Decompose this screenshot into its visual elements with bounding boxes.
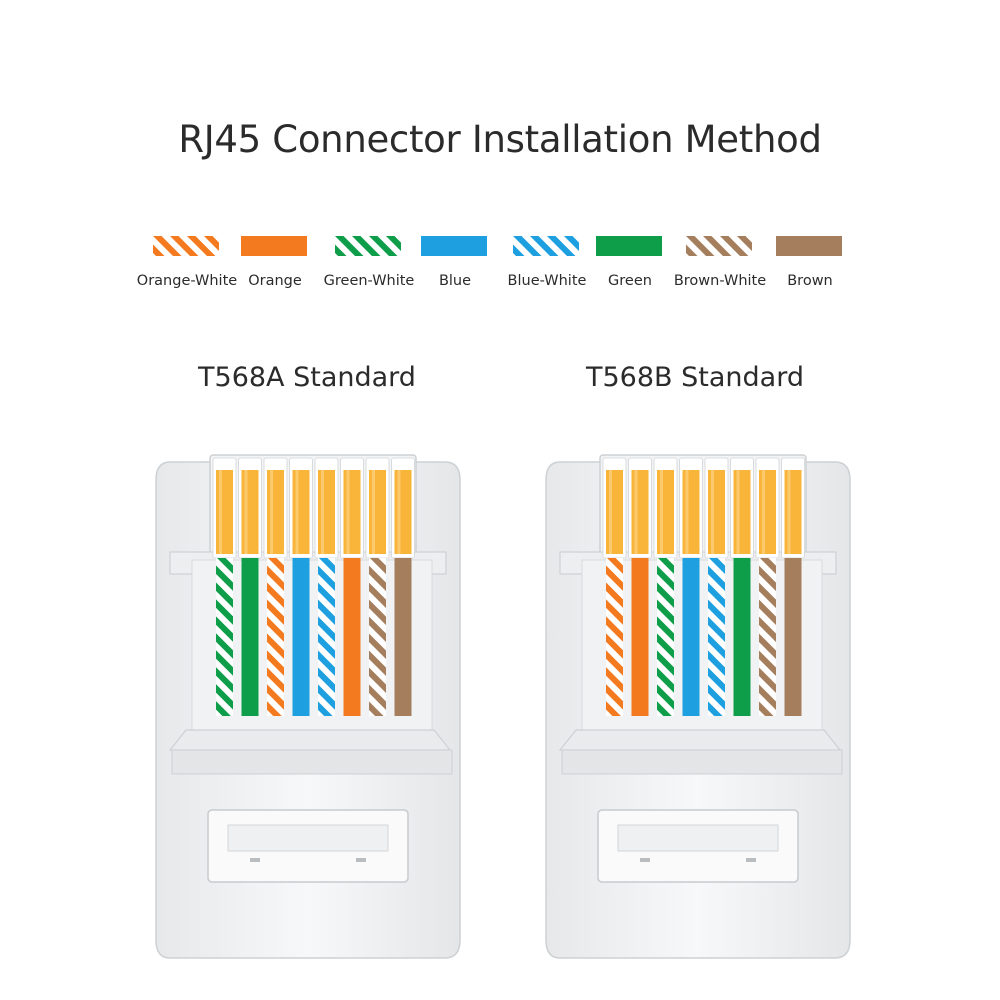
wire-6 [733,558,751,716]
gold-contact [343,470,361,554]
legend-swatch [686,236,752,256]
connector-band [171,749,453,775]
strain-relief-bar [227,824,389,852]
gold-contact [759,470,776,554]
legend-label: Green-White [323,273,415,289]
gold-contact-highlight [711,470,714,554]
wire-8 [394,558,412,716]
legend-swatch [421,236,487,256]
color-legend: Orange-White Orange Green-White Blue Blue-Wh… [0,236,1000,296]
gold-contact-highlight [372,470,375,554]
wire-7 [369,558,386,716]
legend-swatch [153,236,219,256]
gold-contact [267,470,284,554]
gold-contact-highlight [609,470,612,554]
strain-relief-notch [356,858,366,862]
strain-relief-bar [617,824,779,852]
wire-8 [784,558,802,716]
t568b-connector [540,440,860,980]
legend-swatch-fill [513,236,579,256]
legend-label: Green [608,273,652,289]
gold-contact-highlight [762,470,765,554]
legend-label: Brown-White [673,273,767,289]
wire-5 [318,558,335,716]
connector-drawing [545,454,851,959]
legend-item: Green [565,236,695,296]
legend-item: Blue [390,236,520,296]
legend-swatch [335,236,401,256]
connector-collar [558,729,842,751]
legend-item: Orange [210,236,340,296]
wire-3 [657,558,674,716]
legend-label: Orange [248,273,302,289]
strain-relief-notch [250,858,260,862]
gold-contact [631,470,649,554]
gold-contact-highlight [219,470,222,554]
gold-contact-highlight [685,470,689,554]
legend-swatch-fill [241,236,307,256]
wire-3 [267,558,284,716]
legend-item: Blue-White [482,236,612,296]
gold-contact-highlight [346,470,350,554]
wire-7 [759,558,776,716]
gold-contact [292,470,310,554]
wire-4 [682,558,700,716]
gold-contact [682,470,700,554]
t568b-title: T568B Standard [586,362,804,393]
legend-swatch [513,236,579,256]
legend-swatch-fill [776,236,842,256]
wire-2 [241,558,259,716]
legend-swatch-fill [596,236,662,256]
gold-contact [241,470,259,554]
legend-item: Orange-White [122,236,252,296]
gold-contact [733,470,751,554]
connector-collar [168,729,452,751]
gold-contact [369,470,386,554]
gold-contact-highlight [787,470,791,554]
legend-label: Blue [438,273,472,289]
gold-contact [606,470,623,554]
wire-1 [216,558,233,716]
wire-6 [343,558,361,716]
connector-band [561,749,843,775]
gold-contact [657,470,674,554]
page-title: RJ45 Connector Installation Method [178,118,822,161]
legend-label: Blue-White [507,273,587,289]
wire-4 [292,558,310,716]
gold-contact [394,470,412,554]
wire-1 [606,558,623,716]
gold-contact-highlight [295,470,299,554]
legend-swatch [241,236,307,256]
legend-label: Brown [787,273,833,289]
gold-contact-highlight [321,470,324,554]
legend-item: Brown-White [655,236,785,296]
legend-swatch-fill [335,236,401,256]
legend-swatch-fill [153,236,219,256]
strain-relief-notch [640,858,650,862]
legend-swatch-fill [421,236,487,256]
legend-label: Orange-White [136,273,238,289]
t568a-connector [150,440,470,980]
gold-contact-highlight [270,470,273,554]
connector-drawing [155,454,461,959]
wire-5 [708,558,725,716]
gold-contact-highlight [244,470,248,554]
gold-contact [318,470,335,554]
legend-swatch [596,236,662,256]
gold-contact-highlight [660,470,663,554]
wire-2 [631,558,649,716]
gold-contact-highlight [736,470,740,554]
t568a-title: T568A Standard [198,362,416,393]
legend-item: Brown [745,236,875,296]
legend-swatch-fill [686,236,752,256]
gold-contact [708,470,725,554]
gold-contact-highlight [634,470,638,554]
gold-contact [784,470,802,554]
strain-relief-notch [746,858,756,862]
gold-contact-highlight [397,470,401,554]
legend-swatch [776,236,842,256]
gold-contact [216,470,233,554]
legend-item: Green-White [304,236,434,296]
